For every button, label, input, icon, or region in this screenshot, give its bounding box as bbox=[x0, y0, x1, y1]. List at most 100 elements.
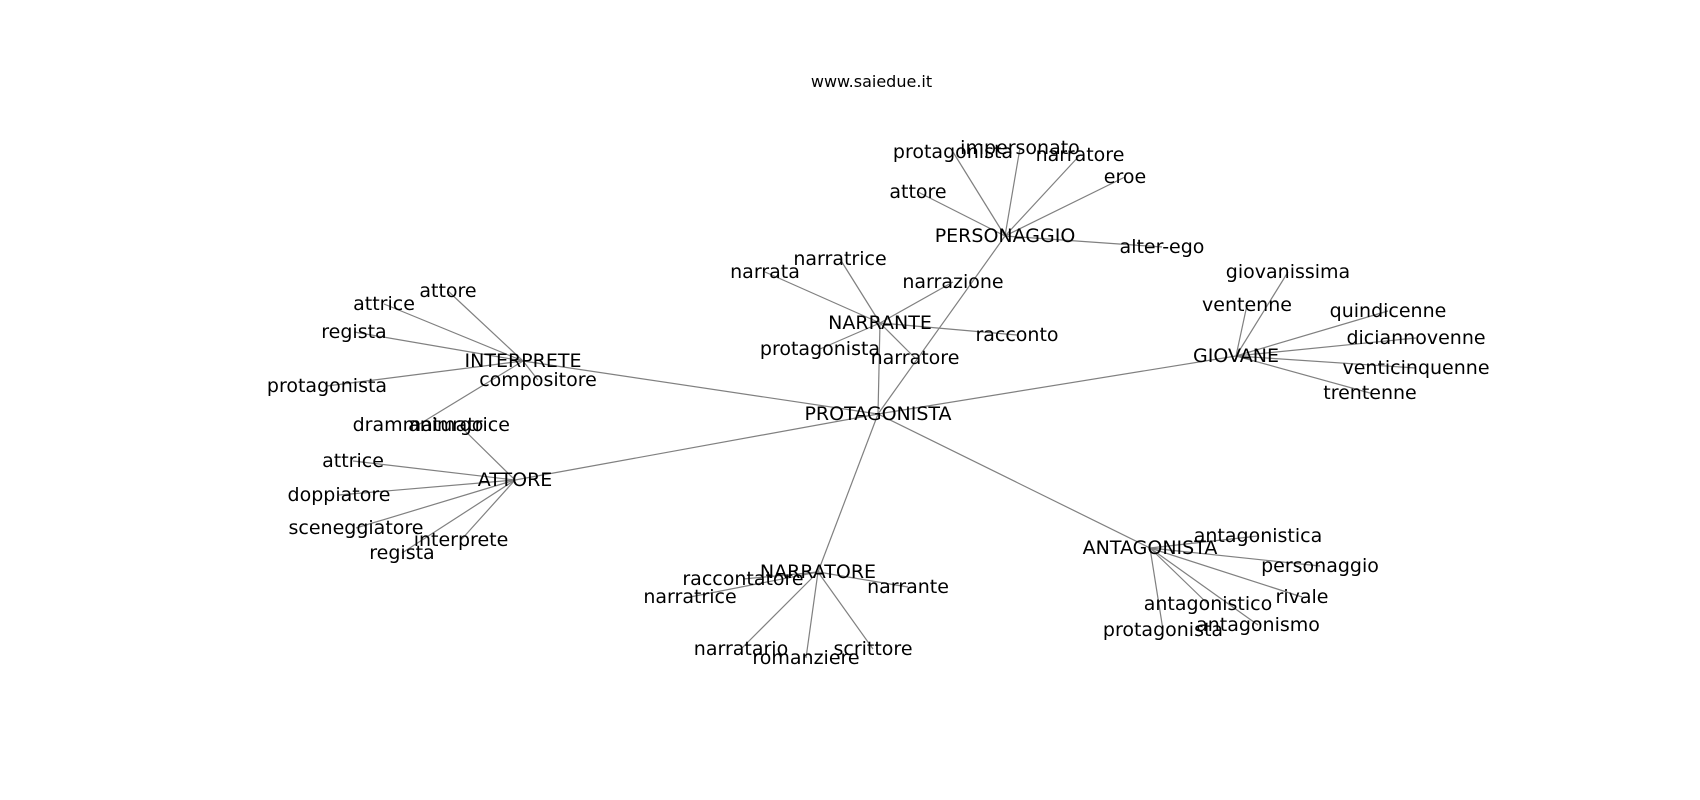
edge-attore-sceneggiatore bbox=[355, 479, 516, 529]
node-leaf-impersonato: impersonato bbox=[960, 137, 1080, 159]
edge-narratore-scrittore bbox=[817, 571, 874, 650]
node-leaf-romanziere: romanziere bbox=[752, 647, 859, 669]
edge-antagonista-rivale bbox=[1149, 547, 1303, 598]
node-hub-giovane: GIOVANE bbox=[1193, 345, 1279, 367]
node-leaf-narrazione: narrazione bbox=[902, 271, 1003, 293]
edge-narrante-protagonista bbox=[819, 322, 881, 350]
node-leaf-diciannovenne: diciannovenne bbox=[1346, 327, 1485, 349]
edge-narratore-romanziere bbox=[805, 571, 819, 659]
edge-antagonista-antagonistica bbox=[1149, 535, 1259, 549]
node-leaf-narratore: narratore bbox=[1036, 144, 1125, 166]
edge-personaggio-attore bbox=[917, 191, 1006, 237]
node-leaf-ventenne: ventenne bbox=[1202, 294, 1292, 316]
node-leaf-quindicenne: quindicenne bbox=[1330, 300, 1447, 322]
node-leaf-drammaturgo: drammaturgo bbox=[353, 414, 484, 436]
node-center-protagonista: PROTAGONISTA bbox=[804, 403, 951, 425]
node-leaf-narratrice: narratrice bbox=[793, 248, 886, 270]
node-leaf-protagonista: protagonista bbox=[893, 141, 1013, 163]
edge-narrante-narratore bbox=[879, 322, 916, 359]
edge-giovane-venticinquenne bbox=[1235, 355, 1417, 369]
edge-center-interprete bbox=[522, 360, 879, 415]
node-hub-personaggio: PERSONAGGIO bbox=[935, 225, 1076, 247]
edge-personaggio-impersonato bbox=[1004, 147, 1021, 237]
edge-interprete-protagonista bbox=[326, 360, 524, 387]
edge-center-giovane bbox=[877, 355, 1237, 415]
edge-antagonista-protagonista bbox=[1149, 547, 1164, 631]
edge-narrante-narrata bbox=[764, 271, 881, 324]
edge-narrante-racconto bbox=[879, 322, 1018, 336]
edge-interprete-compositore bbox=[522, 360, 539, 381]
edges-layer bbox=[326, 147, 1417, 659]
edge-narratore-narratario bbox=[740, 571, 819, 650]
node-leaf-attore: attore bbox=[889, 181, 946, 203]
node-leaf-protagonista: protagonista bbox=[1103, 619, 1223, 641]
node-leaf-narrata: narrata bbox=[730, 261, 800, 283]
edge-giovane-giovanissima bbox=[1235, 271, 1289, 357]
node-leaf-giovanissima: giovanissima bbox=[1226, 261, 1350, 283]
node-leaf-narratore: narratore bbox=[871, 347, 960, 369]
node-leaf-racconto: racconto bbox=[975, 324, 1058, 346]
node-leaf-scrittore: scrittore bbox=[833, 638, 912, 660]
edge-antagonista-personaggio bbox=[1149, 547, 1321, 567]
watermark: www.saiedue.it bbox=[810, 72, 933, 91]
node-hub-narrante: NARRANTE bbox=[828, 312, 932, 334]
labels-layer: PROTAGONISTAPERSONAGGIOprotagonistaimper… bbox=[267, 137, 1490, 669]
node-leaf-antagonistico: antagonistico bbox=[1144, 593, 1272, 615]
edge-interprete-attrice bbox=[383, 303, 524, 362]
edge-personaggio-narratore bbox=[1004, 154, 1081, 237]
node-leaf-protagonista: protagonista bbox=[760, 338, 880, 360]
edge-personaggio-protagonista bbox=[952, 151, 1006, 237]
edge-attore-animatrice bbox=[458, 424, 516, 481]
node-leaf-animatrice: animatrice bbox=[408, 414, 510, 436]
edge-giovane-quindicenne bbox=[1235, 310, 1389, 357]
edge-interprete-drammaturgo bbox=[417, 360, 524, 426]
node-leaf-attrice: attrice bbox=[353, 293, 415, 315]
edge-center-personaggio bbox=[877, 235, 1006, 415]
edge-narratore-narratrice bbox=[689, 571, 819, 598]
edge-interprete-attore bbox=[447, 290, 524, 362]
node-leaf-narratrice: narratrice bbox=[643, 586, 736, 608]
edge-center-antagonista bbox=[877, 413, 1151, 549]
edge-giovane-diciannovenne bbox=[1235, 337, 1417, 357]
edge-antagonista-antagonistico bbox=[1149, 547, 1209, 605]
node-leaf-raccontatore: raccontatore bbox=[682, 568, 803, 590]
edge-center-narratore bbox=[817, 413, 879, 573]
node-leaf-narrante: narrante bbox=[867, 576, 949, 598]
node-leaf-sceneggiatore: sceneggiatore bbox=[289, 517, 424, 539]
node-leaf-antagonistica: antagonistica bbox=[1194, 525, 1323, 547]
node-hub-narratore: NARRATORE bbox=[760, 561, 876, 583]
node-leaf-regista: regista bbox=[321, 321, 386, 343]
node-leaf-doppiatore: doppiatore bbox=[288, 484, 391, 506]
edge-narrante-narrazione bbox=[879, 281, 954, 324]
edge-interprete-regista bbox=[353, 331, 524, 362]
node-leaf-rivale: rivale bbox=[1276, 586, 1329, 608]
node-leaf-narratario: narratario bbox=[694, 638, 788, 660]
node-hub-interprete: INTERPRETE bbox=[465, 350, 582, 372]
node-leaf-attore: attore bbox=[419, 280, 476, 302]
edge-center-attore bbox=[514, 413, 879, 481]
node-hub-attore: ATTORE bbox=[478, 469, 553, 491]
edge-personaggio-alter-ego bbox=[1004, 235, 1163, 248]
node-leaf-regista: regista bbox=[369, 542, 434, 564]
node-leaf-attrice: attrice bbox=[322, 450, 384, 472]
edge-center-narrante bbox=[877, 322, 881, 415]
node-leaf-compositore: compositore bbox=[479, 369, 597, 391]
node-leaf-venticinquenne: venticinquenne bbox=[1342, 357, 1489, 379]
edge-attore-regista bbox=[401, 479, 516, 554]
edge-narratore-narrante bbox=[817, 571, 909, 588]
node-hub-antagonista: ANTAGONISTA bbox=[1083, 537, 1218, 559]
node-leaf-alter-ego: alter-ego bbox=[1120, 236, 1205, 258]
node-leaf-personaggio: personaggio bbox=[1261, 555, 1379, 577]
edge-attore-attrice bbox=[352, 460, 516, 481]
edge-giovane-trentenne bbox=[1235, 355, 1371, 394]
edge-personaggio-eroe bbox=[1004, 176, 1126, 237]
edge-narrante-narratrice bbox=[839, 258, 881, 324]
edge-narratore-raccontatore bbox=[742, 571, 819, 580]
node-leaf-antagonismo: antagonismo bbox=[1196, 614, 1320, 636]
edge-attore-doppiatore bbox=[338, 479, 516, 496]
edge-giovane-ventenne bbox=[1235, 304, 1248, 357]
node-leaf-protagonista: protagonista bbox=[267, 375, 387, 397]
node-leaf-interprete: interprete bbox=[414, 529, 509, 551]
edge-antagonista-antagonismo bbox=[1149, 547, 1259, 626]
